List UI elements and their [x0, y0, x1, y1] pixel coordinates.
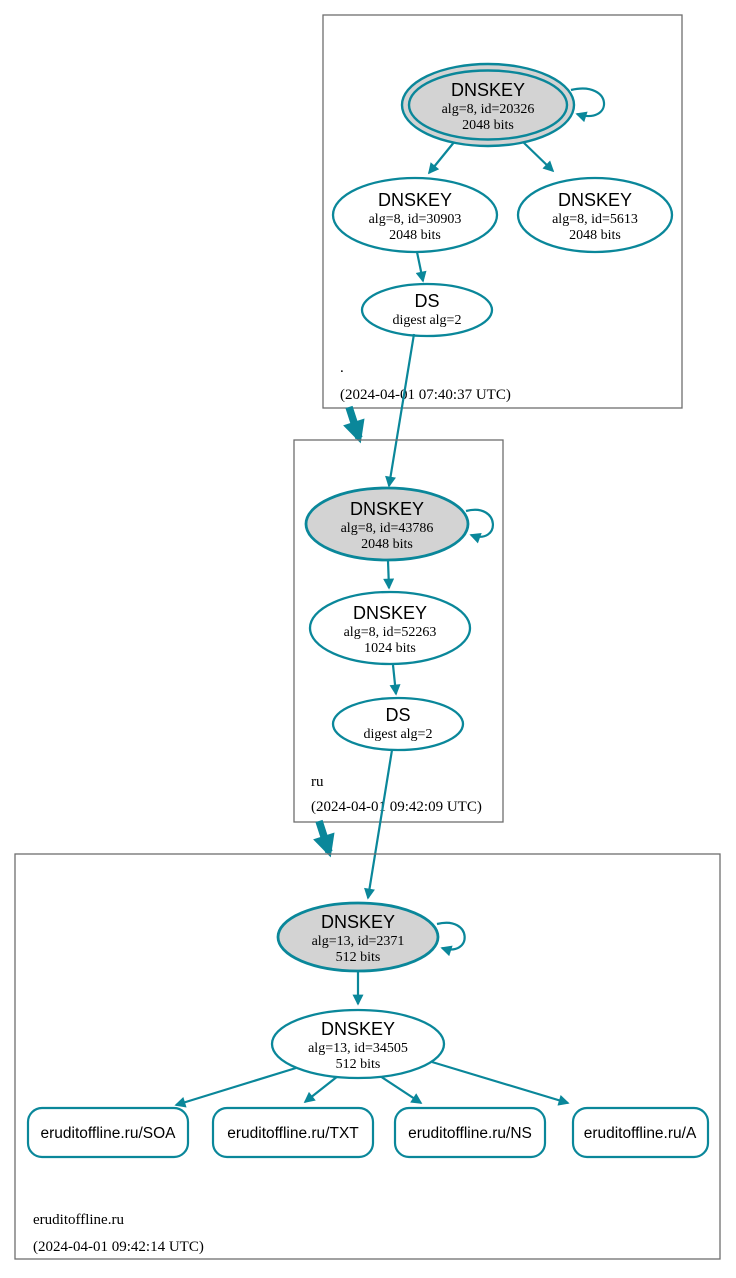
root-zsk2-detail2: 2048 bits [569, 228, 621, 243]
dnskey-node-erudit-zsk: DNSKEY alg=13, id=34505 512 bits [270, 1008, 446, 1080]
edge-zsk-to-rrset-a [431, 1060, 570, 1106]
root-zsk1-detail1: alg=8, id=30903 [369, 212, 462, 227]
erudit-zsk-detail2: 512 bits [336, 1057, 381, 1072]
ru-ksk-title: DNSKEY [350, 499, 424, 519]
delegation-arrow-ru-to-erudit [313, 819, 335, 858]
zone-label-ru: ru [311, 774, 324, 790]
erudit-ksk-title: DNSKEY [321, 912, 395, 932]
zone-label-erudit: eruditoffline.ru [33, 1212, 124, 1228]
ru-ds-ellipse [331, 696, 465, 752]
self-sign-loop-ru-ksk [465, 508, 494, 544]
erudit-zsk-title: DNSKEY [321, 1019, 395, 1039]
root-ksk-inner-ellipse [407, 69, 569, 141]
edge-root-ksk-to-zsk1 [427, 140, 456, 175]
ru-zsk-detail2: 1024 bits [364, 641, 416, 656]
root-ds-title: DS [414, 291, 439, 311]
dnskey-node-ru-zsk: DNSKEY alg=8, id=52263 1024 bits [308, 590, 472, 666]
self-sign-loop-erudit-ksk [436, 921, 466, 957]
ru-ksk-ellipse [304, 486, 470, 562]
rrset-ns-box [393, 1106, 547, 1159]
zone-box-erudit: DNSKEY alg=13, id=2371 512 bits DNSKEY a… [14, 853, 721, 1260]
root-zsk2-ellipse [516, 176, 674, 254]
ru-ksk-detail2: 2048 bits [361, 537, 413, 552]
zone-timestamp-ru: (2024-04-01 09:42:09 UTC) [311, 799, 482, 815]
edge-zsk-to-rrset-soa [174, 1066, 297, 1108]
dnskey-node-root-ksk: DNSKEY alg=8, id=20326 2048 bits [400, 62, 576, 148]
zone-box-ru: DNSKEY alg=8, id=43786 2048 bits DNSKEY … [293, 439, 504, 823]
edge-root-ds-to-ru-ksk [385, 333, 416, 488]
zone-timestamp-erudit: (2024-04-01 09:42:14 UTC) [33, 1239, 204, 1255]
ds-node-ru: DS digest alg=2 [331, 696, 465, 752]
zone-box-root: DNSKEY alg=8, id=20326 2048 bits DNSKEY … [322, 14, 683, 409]
root-zsk1-ellipse [331, 176, 499, 254]
root-zsk2-title: DNSKEY [558, 190, 632, 210]
dnskey-node-ru-ksk: DNSKEY alg=8, id=43786 2048 bits [304, 486, 470, 562]
rrset-a-box [571, 1106, 710, 1159]
rrset-txt-box [211, 1106, 375, 1159]
root-zsk2-detail1: alg=8, id=5613 [552, 212, 638, 227]
dnskey-node-erudit-ksk: DNSKEY alg=13, id=2371 512 bits [276, 901, 440, 973]
dnskey-node-root-zsk2: DNSKEY alg=8, id=5613 2048 bits [516, 176, 674, 254]
erudit-ksk-ellipse [276, 901, 440, 973]
rrset-txt-label: eruditoffline.ru/TXT [227, 1125, 359, 1142]
edge-ru-zsk-to-ds [389, 664, 401, 696]
root-ksk-title: DNSKEY [451, 80, 525, 100]
edge-ru-ksk-to-zsk [383, 560, 395, 590]
edge-root-zsk-to-ds [415, 251, 427, 283]
rrset-soa-box [26, 1106, 190, 1159]
ru-zsk-title: DNSKEY [353, 603, 427, 623]
zone-timestamp-root: (2024-04-01 07:40:37 UTC) [340, 387, 511, 403]
root-ksk-detail1: alg=8, id=20326 [442, 102, 535, 117]
erudit-ksk-detail1: alg=13, id=2371 [312, 934, 405, 949]
zone-label-root: . [340, 360, 344, 376]
dnskey-node-root-zsk1: DNSKEY alg=8, id=30903 2048 bits [331, 176, 499, 254]
rrset-node-soa: eruditoffline.ru/SOA [26, 1106, 190, 1159]
root-ds-detail1: digest alg=2 [393, 313, 462, 328]
root-ds-ellipse [360, 282, 494, 338]
ru-ds-detail1: digest alg=2 [364, 727, 433, 742]
rrset-node-txt: eruditoffline.ru/TXT [211, 1106, 375, 1159]
edge-zsk-to-rrset-ns [379, 1075, 423, 1104]
rrset-node-a: eruditoffline.ru/A [571, 1106, 710, 1159]
edge-ru-ds-to-erudit-ksk [364, 749, 394, 900]
rrset-a-label: eruditoffline.ru/A [584, 1125, 697, 1142]
edge-root-ksk-to-zsk2 [521, 140, 555, 173]
root-zsk1-title: DNSKEY [378, 190, 452, 210]
erudit-zsk-ellipse [270, 1008, 446, 1080]
ru-ksk-detail1: alg=8, id=43786 [341, 521, 434, 536]
delegation-arrow-root-to-ru [343, 405, 365, 444]
ru-zsk-ellipse [308, 590, 472, 666]
erudit-zsk-detail1: alg=13, id=34505 [308, 1041, 408, 1056]
zone-border-erudit [14, 853, 721, 1260]
zone-border-ru [293, 439, 504, 823]
zone-border-root [322, 14, 683, 409]
root-zsk1-detail2: 2048 bits [389, 228, 441, 243]
ru-zsk-detail1: alg=8, id=52263 [344, 625, 437, 640]
root-ksk-detail2: 2048 bits [462, 118, 514, 133]
rrset-node-ns: eruditoffline.ru/NS [393, 1106, 547, 1159]
rrset-soa-label: eruditoffline.ru/SOA [41, 1125, 177, 1142]
rrset-ns-label: eruditoffline.ru/NS [408, 1125, 532, 1142]
erudit-ksk-detail2: 512 bits [336, 950, 381, 965]
ds-node-root: DS digest alg=2 [360, 282, 494, 338]
edge-zsk-to-rrset-txt [303, 1075, 339, 1104]
ru-ds-title: DS [385, 705, 410, 725]
self-sign-loop-root-ksk [570, 87, 606, 123]
